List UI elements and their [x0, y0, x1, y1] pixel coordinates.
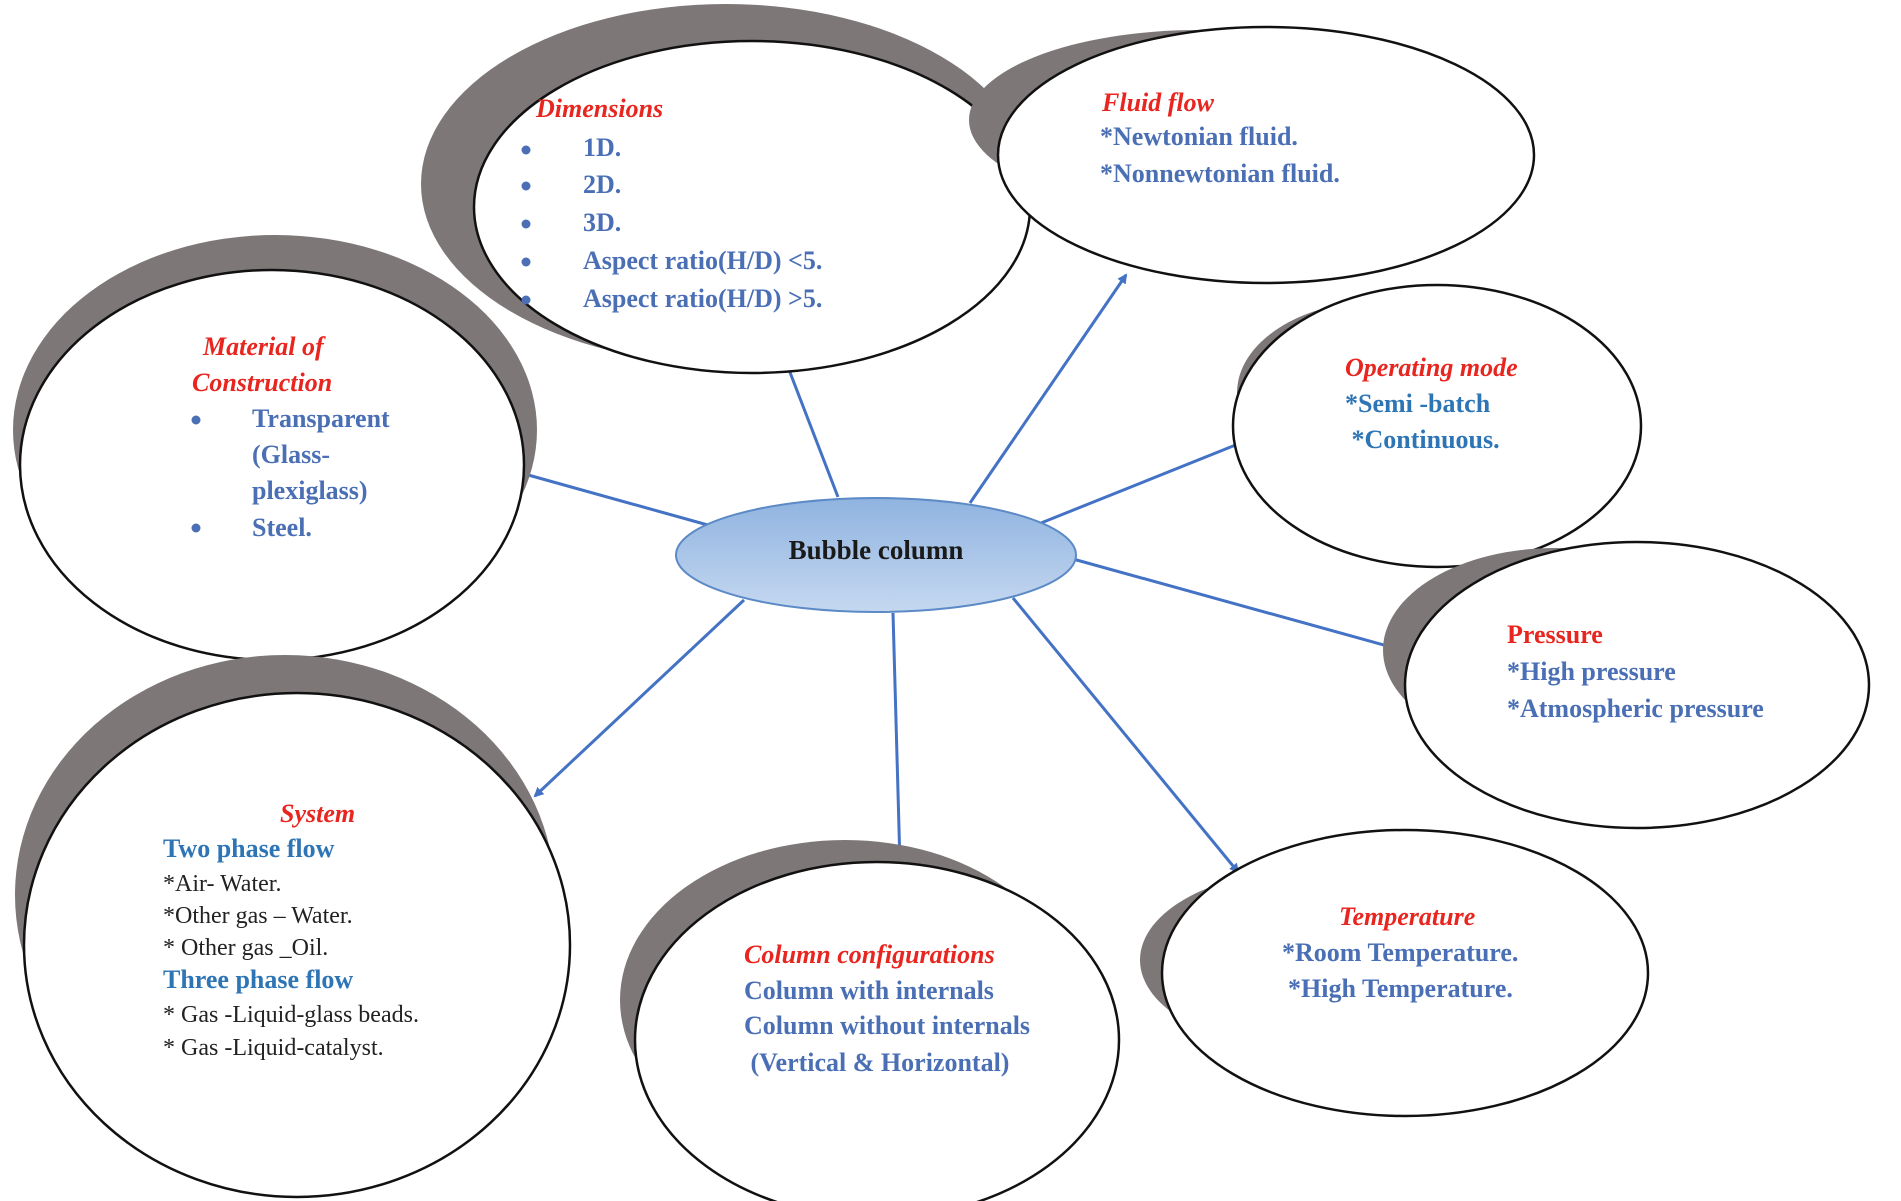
fluid-flow-item: *Newtonian fluid.	[1100, 122, 1298, 151]
dimensions-item: 2D.	[583, 170, 621, 199]
pressure-item: *High pressure	[1507, 657, 1676, 686]
system-node: System Two phase flow *Air- Water. *Othe…	[15, 655, 572, 1199]
bullet-icon	[521, 181, 531, 191]
connectors	[519, 273, 1404, 902]
arrow-to-pressure	[1072, 557, 1404, 653]
system-item: * Gas -Liquid-catalyst.	[163, 1035, 384, 1061]
pressure-title: Pressure	[1507, 620, 1603, 649]
temperature-item: *Room Temperature.	[1282, 938, 1518, 967]
operating-mode-title: Operating mode	[1345, 353, 1518, 382]
bullet-icon	[191, 415, 201, 425]
operating-mode-item: *Continuous.	[1345, 425, 1500, 454]
system-three-phase-heading: Three phase flow	[163, 965, 353, 994]
column-config-item: Column with internals	[744, 976, 994, 1005]
pressure-item: *Atmospheric pressure	[1507, 694, 1764, 723]
fluid-flow-ellipse	[996, 25, 1536, 285]
column-config-title: Column configurations	[744, 940, 995, 969]
pressure-ellipse	[1403, 540, 1871, 830]
material-item: Transparent	[252, 404, 390, 433]
pressure-node: Pressure *High pressure *Atmospheric pre…	[1383, 540, 1871, 830]
dimensions-item: 1D.	[583, 133, 621, 162]
dimensions-title: Dimensions	[535, 94, 663, 123]
fluid-flow-node: Fluid flow *Newtonian fluid. *Nonnewtoni…	[969, 25, 1536, 285]
column-config-item: Column without internals	[744, 1011, 1030, 1040]
column-config-item: (Vertical & Horizontal)	[744, 1048, 1009, 1077]
operating-mode-node: Operating mode *Semi -batch *Continuous.	[1231, 283, 1643, 569]
fluid-flow-item: *Nonnewtonian fluid.	[1100, 159, 1340, 188]
bullet-icon	[521, 257, 531, 267]
material-title: Construction	[192, 368, 332, 397]
arrow-to-operating-mode	[1040, 432, 1265, 525]
bullet-icon	[191, 523, 201, 533]
system-title: System	[280, 799, 355, 828]
material-node: Material of Construction Transparent (Gl…	[13, 235, 537, 662]
system-ellipse	[22, 691, 572, 1199]
material-item: (Glass-	[252, 440, 330, 469]
arrow-to-fluid-flow	[968, 273, 1128, 504]
arrow-to-temperature	[1011, 597, 1240, 874]
dimensions-ellipse	[472, 39, 1032, 375]
system-item: *Other gas – Water.	[163, 903, 353, 929]
bullet-icon	[521, 219, 531, 229]
center-ellipse	[675, 497, 1077, 613]
arrow-to-system	[533, 598, 746, 798]
material-item: Steel.	[252, 513, 312, 542]
bullet-icon	[521, 145, 531, 155]
material-item: plexiglass)	[252, 476, 368, 505]
arrow-to-material	[519, 470, 716, 529]
column-config-node: Column configurations Column with intern…	[620, 840, 1121, 1201]
system-item: *Air- Water.	[163, 871, 281, 897]
operating-mode-ellipse	[1231, 283, 1643, 569]
operating-mode-item: *Semi -batch	[1345, 389, 1491, 418]
dimensions-item: 3D.	[583, 208, 621, 237]
temperature-item: *High Temperature.	[1288, 974, 1513, 1003]
temperature-ellipse	[1160, 828, 1650, 1118]
fluid-flow-title: Fluid flow	[1101, 88, 1215, 117]
dimensions-item: Aspect ratio(H/D) >5.	[583, 284, 822, 313]
center-label: Bubble column	[789, 535, 964, 565]
arrow-to-dimensions	[784, 360, 840, 498]
material-title: Material of	[202, 332, 326, 361]
system-item: * Gas -Liquid-glass beads.	[163, 1002, 419, 1028]
system-two-phase-heading: Two phase flow	[163, 834, 335, 863]
temperature-node: Temperature *Room Temperature. *High Tem…	[1140, 828, 1650, 1118]
temperature-title: Temperature	[1339, 902, 1475, 931]
column-config-ellipse	[633, 860, 1121, 1201]
dimensions-item: Aspect ratio(H/D) <5.	[583, 246, 822, 275]
dimensions-node: Dimensions 1D. 2D. 3D. Aspect ratio(H/D)…	[421, 4, 1032, 375]
center-node: Bubble column	[675, 497, 1077, 613]
bullet-icon	[521, 295, 531, 305]
system-item: * Other gas _Oil.	[163, 935, 328, 961]
